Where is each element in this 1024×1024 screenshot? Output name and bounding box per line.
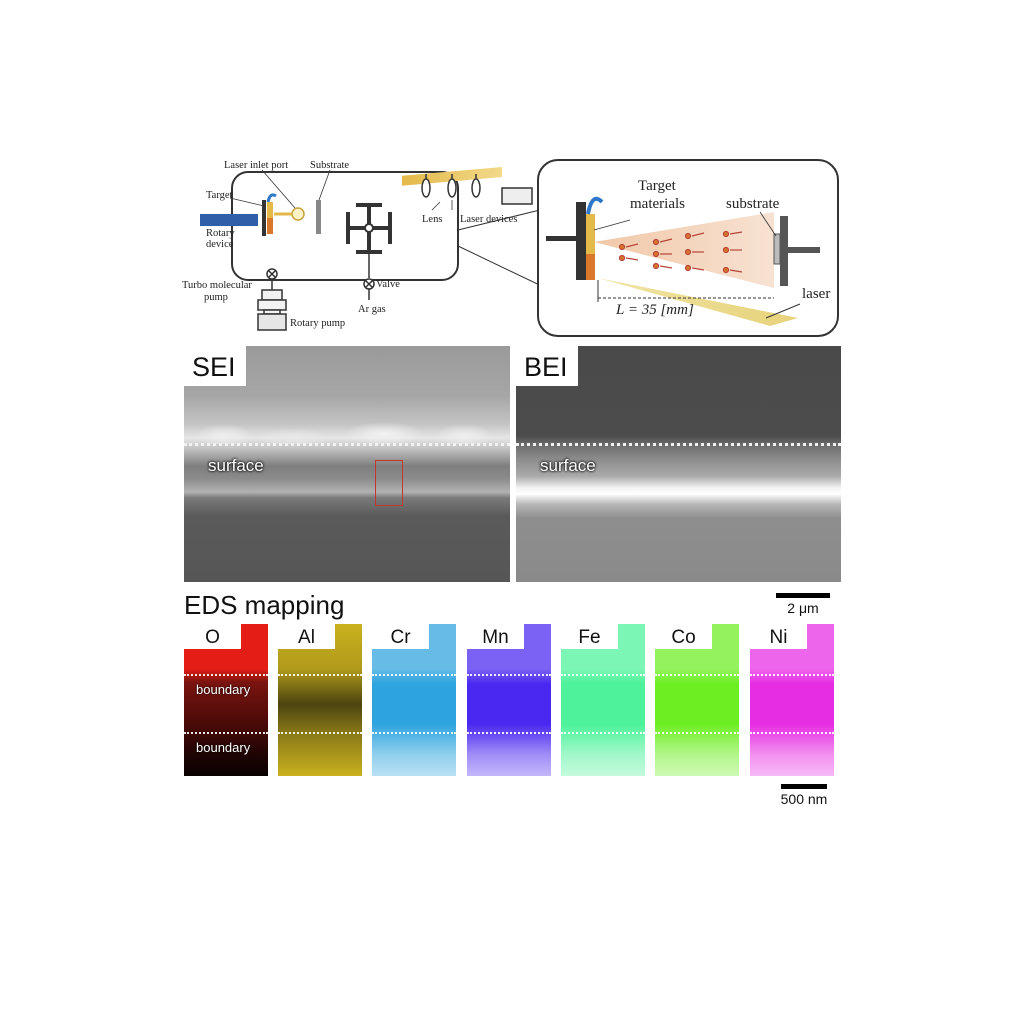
eds-boundary-line	[561, 732, 645, 734]
label-valve: Valve	[376, 279, 400, 290]
eds-boundary-line	[750, 732, 834, 734]
target-holder	[262, 200, 266, 236]
label-target-materials-1: Target	[638, 178, 677, 194]
laser-inlet-port	[291, 207, 305, 221]
label-inset-substrate: substrate	[726, 196, 780, 212]
eds-map-fe: Fe	[561, 624, 645, 776]
eds-boundary-line	[561, 674, 645, 676]
rotary-device	[200, 214, 258, 226]
bei-surface-label: surface	[540, 456, 596, 475]
bei-surface-line	[516, 443, 841, 446]
label-ar-gas: Ar gas	[358, 304, 386, 315]
inset-target-holder	[576, 202, 586, 280]
eds-boundary-line	[655, 732, 739, 734]
ablated-particles	[618, 230, 743, 274]
analysis-region-box	[375, 460, 403, 506]
plasma-plume	[594, 212, 774, 288]
eds-element-label: Mn	[467, 624, 524, 649]
eds-map-cr: Cr	[372, 624, 456, 776]
eds-boundary-line	[278, 732, 362, 734]
valve	[363, 252, 375, 300]
eds-element-label: Fe	[561, 624, 618, 649]
label-distance: L = 35 [mm]	[615, 302, 694, 318]
sei-surface-line	[184, 443, 510, 446]
eds-boundary-line	[184, 732, 268, 734]
laser-beam-inset	[598, 278, 798, 326]
label-target: Target	[206, 190, 233, 201]
micro-scale-label: 2 μm	[787, 600, 819, 616]
sei-label: SEI	[184, 346, 246, 386]
rotary-pump	[257, 313, 287, 331]
eds-boundary-line	[278, 674, 362, 676]
label-target-materials-2: materials	[630, 196, 685, 212]
sei-surface-label: surface	[208, 456, 264, 475]
bei-label: BEI	[516, 346, 578, 386]
label-laser-devices: Laser devices	[460, 214, 517, 225]
eds-element-label: Ni	[750, 624, 807, 649]
label-substrate: Substrate	[310, 160, 349, 171]
eds-boundary-line	[184, 674, 268, 676]
pld-schematic: Laser inlet port Substrate Target Rotary…	[182, 159, 839, 337]
eds-map-co: Co	[655, 624, 739, 776]
eds-element-label: O	[184, 624, 241, 649]
eds-element-label: Cr	[372, 624, 429, 649]
eds-boundary-line	[655, 674, 739, 676]
label-rotary-device-1: Rotary	[206, 228, 235, 239]
label-rotary-pump: Rotary pump	[290, 318, 345, 329]
inset-substrate	[773, 233, 781, 265]
boundary-label: boundary	[196, 740, 251, 755]
turbo-molecular-pump	[257, 268, 287, 315]
eds-map-al: Al	[278, 624, 362, 776]
eds-boundary-line	[372, 674, 456, 676]
boundary-label: boundary	[196, 682, 251, 697]
micro-scale-bar	[776, 593, 830, 598]
label-lens: Lens	[422, 214, 442, 225]
label-turbo-pump-2: pump	[204, 292, 228, 303]
bei-image: BEI surface	[516, 346, 841, 582]
eds-scale-bar	[781, 784, 827, 789]
label-laser-inlet-port: Laser inlet port	[224, 160, 288, 171]
laser-device	[501, 187, 533, 205]
label-turbo-pump-1: Turbo molecular	[182, 280, 252, 291]
sei-surface-roughness	[184, 416, 510, 444]
eds-boundary-line	[372, 732, 456, 734]
eds-boundary-line	[467, 674, 551, 676]
lenses	[421, 174, 481, 198]
eds-element-label: Al	[278, 624, 335, 649]
eds-scale-label: 500 nm	[780, 791, 828, 807]
sei-image: SEI surface	[184, 346, 510, 582]
eds-title: EDS mapping	[184, 590, 345, 620]
label-rotary-device-2: device	[206, 239, 234, 250]
eds-boundary-line	[750, 674, 834, 676]
eds-boundary-line	[467, 732, 551, 734]
label-laser: laser	[802, 286, 830, 302]
eds-map-mn: Mn	[467, 624, 551, 776]
eds-element-label: Co	[655, 624, 712, 649]
substrate	[316, 200, 321, 234]
eds-map-ni: Ni	[750, 624, 834, 776]
